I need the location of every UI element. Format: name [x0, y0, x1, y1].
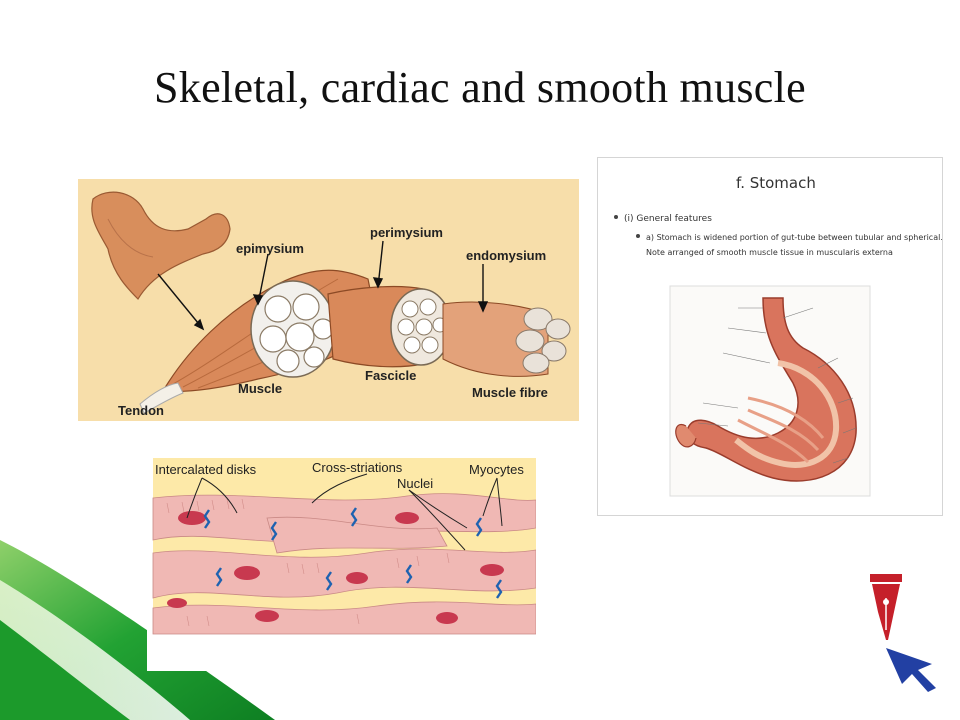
label-endomysium: endomysium	[466, 248, 546, 263]
tendon	[139, 382, 184, 414]
label-nuclei: Nuclei	[397, 476, 433, 491]
label-cross-striations: Cross-striations	[312, 460, 403, 475]
label-epimysium: epimysium	[236, 241, 304, 256]
stomach-illustration	[675, 297, 857, 482]
stomach-line-1: (i) General features	[624, 214, 712, 224]
skeletal-muscle-diagram: epimysium perimysium endomysium Muscle F…	[78, 179, 579, 421]
stomach-line-3: Note arranged of smooth muscle tissue in…	[646, 248, 893, 257]
cardiac-nuclei	[167, 511, 504, 624]
pen-nib-icon	[870, 574, 902, 640]
arm-illustration	[91, 191, 231, 300]
label-perimysium: perimysium	[370, 225, 443, 240]
stomach-line-2: a) Stomach is widened portion of gut-tub…	[646, 233, 942, 242]
intercalated-disks	[203, 507, 503, 599]
label-fascicle: Fascicle	[365, 368, 416, 383]
label-muscle: Muscle	[238, 381, 282, 396]
cardiac-muscle-diagram: Intercalated disks Cross-striations Myoc…	[147, 458, 536, 671]
cardiac-myocytes	[152, 493, 536, 635]
smooth-muscle-stomach-panel: f. Stomach (i) General features a) Stoma…	[597, 157, 943, 516]
stomach-heading: f. Stomach	[736, 174, 816, 192]
label-myocytes: Myocytes	[469, 462, 524, 477]
cursor-arrow-icon	[886, 648, 936, 692]
label-tendon: Tendon	[118, 403, 164, 418]
slide-title: Skeletal, cardiac and smooth muscle	[154, 63, 806, 112]
pen-cursor-logo	[870, 574, 936, 692]
label-intercalated-disks: Intercalated disks	[155, 462, 257, 477]
label-muscle-fibre: Muscle fibre	[472, 385, 548, 400]
corner-swoosh-decoration	[0, 540, 275, 720]
